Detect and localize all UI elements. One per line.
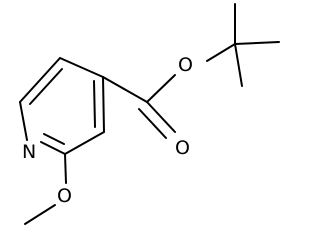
- bond-c3-c2: [64, 131, 105, 155]
- bond-c5-c6: [59, 57, 104, 78]
- methoxy-group: [24, 153, 67, 225]
- bond-c2-o-methoxy: [64, 153, 67, 184]
- bond-tbutyl-methyl-right: [234, 41, 280, 45]
- bond-c6-c3-inner: [93, 80, 96, 128]
- bond-carbonyl-o-double-inner: [138, 108, 167, 139]
- ester-group: [102, 3, 280, 139]
- bond-n-c4: [19, 101, 28, 141]
- pyridine-ring: [19, 57, 105, 155]
- bond-c6-c3: [102, 76, 105, 133]
- bond-o-methyl: [24, 204, 56, 225]
- bond-c2-n-inner: [43, 133, 65, 145]
- bond-c3-carbonyl: [102, 76, 148, 103]
- bond-c4-c5-inner: [29, 68, 63, 105]
- bond-c2-n: [40, 141, 66, 155]
- chemical-structure: N O O O: [19, 3, 280, 225]
- carbonyl-oxygen-label: O: [175, 137, 190, 159]
- bond-o-tbutyl: [206, 43, 236, 62]
- ring-nitrogen-label: N: [22, 141, 36, 163]
- bond-carbonyl-o-double: [146, 101, 176, 133]
- methoxy-oxygen-label: O: [57, 185, 72, 207]
- bond-c4-c5: [19, 57, 61, 103]
- ester-oxygen-label: O: [178, 54, 193, 76]
- bond-carbonyl-o-ester: [146, 74, 176, 103]
- bond-tbutyl-methyl-down: [234, 43, 243, 87]
